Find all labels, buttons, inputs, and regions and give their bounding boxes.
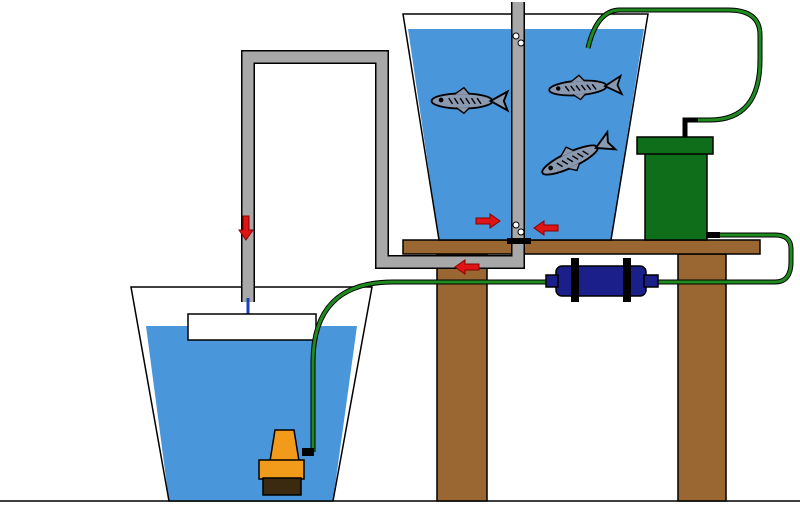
table-leg-left [436, 253, 488, 502]
gray-overflow-pipe [241, 2, 531, 314]
table-leg-right [677, 253, 727, 502]
filter-outlet-pipe [682, 117, 698, 137]
bubble [517, 228, 525, 236]
pump-body [258, 459, 305, 480]
bulkhead-fitting [507, 238, 531, 244]
bubble [512, 32, 520, 40]
sump-bucket [130, 286, 373, 502]
pump-base [262, 477, 302, 496]
submersible-pump [258, 429, 314, 496]
canister-filter [636, 117, 720, 241]
pump-top [269, 429, 300, 462]
filter-lid [636, 136, 714, 155]
floating-skimmer [187, 313, 317, 341]
bubble [517, 39, 525, 47]
uv-end-cap-right [643, 274, 659, 288]
uv-clamp-right [623, 258, 631, 302]
inline-uv-sterilizer [545, 258, 659, 302]
uv-body [555, 265, 647, 297]
green-return-hose [310, 7, 794, 452]
table-top [402, 239, 761, 255]
bubble [512, 221, 520, 229]
uv-end-cap-left [545, 274, 559, 288]
filter-inlet-fitting [706, 232, 720, 238]
filter-body [644, 151, 708, 241]
fish-tank [402, 13, 649, 241]
wooden-table [402, 239, 761, 502]
air-bubbles [512, 32, 525, 236]
pump-outlet [302, 448, 314, 456]
uv-clamp-left [571, 258, 579, 302]
